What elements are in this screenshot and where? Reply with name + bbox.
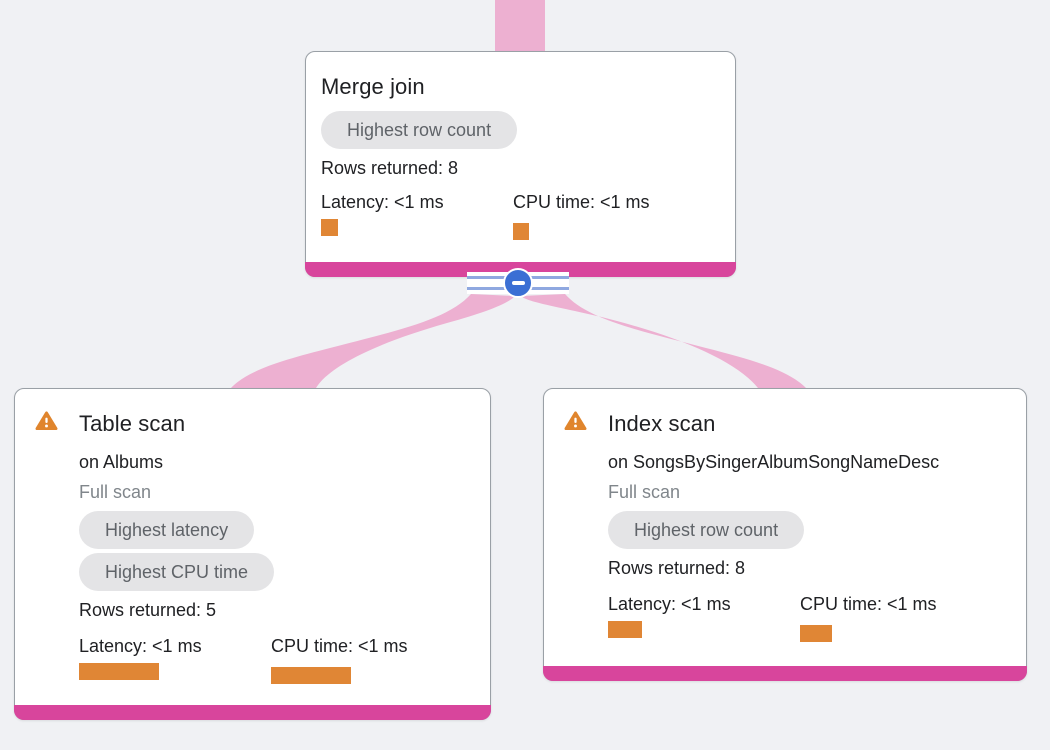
cpu-time-label: CPU time: <1 ms (800, 594, 937, 614)
node-title: Index scan (608, 411, 716, 436)
node-target: on Albums (79, 452, 164, 472)
rows-returned: Rows returned: 5 (79, 600, 217, 620)
warning-icon (35, 410, 58, 431)
rows-returned: Rows returned: 8 (608, 558, 746, 578)
badge-highest-row-count: Highest row count (321, 111, 518, 149)
scan-type-label: Full scan (79, 482, 152, 502)
latency-bar (79, 663, 159, 680)
cpu-time-label: CPU time: <1 ms (513, 192, 650, 212)
node-accent-bar (14, 705, 491, 720)
edge-merge-to-index-scan (521, 294, 806, 388)
collapse-button[interactable] (503, 268, 533, 298)
latency-label: Latency: <1 ms (79, 636, 202, 656)
scan-type-label: Full scan (608, 482, 681, 502)
node-title: Merge join (321, 74, 425, 99)
node-table-scan[interactable]: Table scan on Albums Full scan Highest l… (14, 388, 491, 720)
edge-merge-to-table-scan (231, 294, 515, 388)
cpu-time-bar (271, 667, 351, 684)
node-accent-bar (543, 666, 1027, 681)
rows-returned: Rows returned: 8 (321, 158, 459, 178)
minus-icon (511, 281, 525, 285)
latency-bar (608, 621, 642, 638)
collapse-children-control (467, 268, 569, 298)
node-title: Table scan (79, 411, 186, 436)
badge-highest-cpu-time: Highest CPU time (79, 553, 275, 591)
badge-highest-row-count: Highest row count (608, 511, 805, 549)
node-merge-join[interactable]: Merge join Highest row count Rows return… (305, 51, 736, 277)
cpu-time-label: CPU time: <1 ms (271, 636, 408, 656)
latency-label: Latency: <1 ms (608, 594, 731, 614)
node-index-scan[interactable]: Index scan on SongsBySingerAlbumSongName… (543, 388, 1027, 681)
node-target: on SongsBySingerAlbumSongNameDesc (608, 452, 940, 472)
latency-label: Latency: <1 ms (321, 192, 444, 212)
cpu-time-bar (800, 625, 832, 642)
edge-to-parent (495, 0, 545, 56)
badge-highest-latency: Highest latency (79, 511, 255, 549)
cpu-time-bar (513, 223, 529, 240)
latency-bar (321, 219, 338, 236)
warning-icon (564, 410, 587, 431)
